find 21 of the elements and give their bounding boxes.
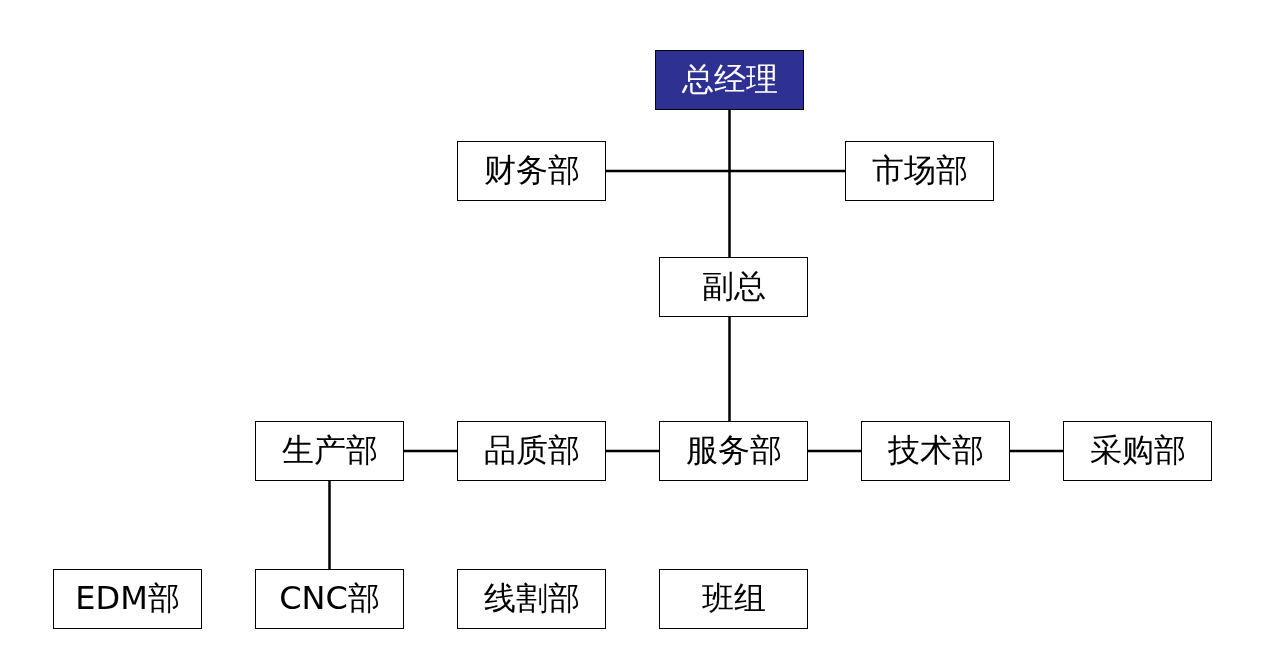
connector-line — [606, 169, 845, 173]
department-box: EDM部 — [53, 569, 202, 629]
department-box: 生产部 — [255, 421, 404, 481]
connector-line — [728, 110, 731, 257]
department-box: 技术部 — [861, 421, 1010, 481]
department-box: CNC部 — [255, 569, 404, 629]
department-box: 品质部 — [457, 421, 606, 481]
department-box: 财务部 — [457, 141, 606, 201]
position-box: 总经理 — [655, 50, 804, 110]
connector-line — [606, 449, 659, 453]
department-box: 副总 — [659, 257, 808, 317]
department-box: 班组 — [659, 569, 808, 629]
department-box: 线割部 — [457, 569, 606, 629]
connector-line — [1010, 449, 1063, 453]
connector-line — [728, 317, 731, 421]
connector-line — [808, 449, 861, 453]
connector-line — [328, 481, 331, 569]
department-box: 服务部 — [659, 421, 808, 481]
department-box: 市场部 — [845, 141, 994, 201]
department-box: 采购部 — [1063, 421, 1212, 481]
connector-line — [404, 449, 457, 453]
